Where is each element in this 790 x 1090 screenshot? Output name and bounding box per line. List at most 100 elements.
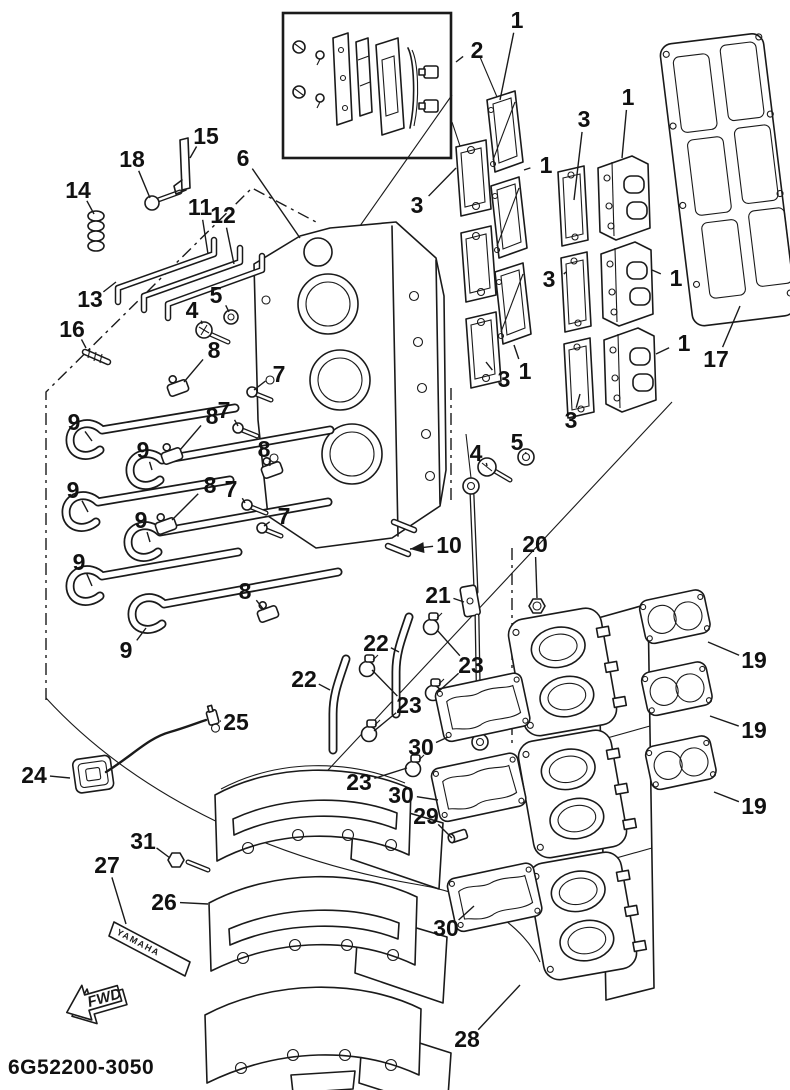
bolt-part31	[167, 852, 211, 873]
leader-line	[102, 281, 117, 293]
leader-line	[201, 219, 209, 255]
leader-line	[437, 823, 453, 839]
manifold-sections	[507, 607, 648, 981]
leader-line	[485, 361, 493, 371]
leader-line	[575, 393, 581, 408]
callout-21: 21	[425, 582, 451, 608]
leader-line	[200, 320, 203, 325]
bracket-part15	[173, 137, 191, 195]
inset-reed-plates	[332, 32, 419, 136]
inset-stoppers	[418, 65, 439, 113]
leader-line	[563, 271, 567, 275]
leader-line	[138, 170, 151, 199]
lead-wire	[104, 718, 208, 774]
leader-line	[225, 305, 230, 313]
callout-2: 2	[471, 37, 484, 63]
leader-line	[85, 573, 93, 587]
grommet-part24	[71, 754, 115, 794]
leader-line	[241, 497, 246, 504]
leader-line	[136, 627, 147, 641]
inset-box	[281, 11, 453, 160]
callout-3: 3	[543, 266, 556, 292]
gasket-strip-center-part3	[455, 139, 502, 389]
leader-line	[171, 493, 199, 521]
leader-line	[80, 339, 87, 349]
fittings-part8	[154, 374, 284, 624]
leader-line	[371, 669, 398, 697]
gaskets-part19	[638, 589, 717, 791]
nut-part20	[528, 598, 546, 614]
callout-28: 28	[454, 1026, 480, 1052]
decal-part27: YAMAHA	[108, 921, 191, 977]
leader-line	[86, 200, 95, 215]
callout-31: 31	[130, 828, 156, 854]
leader-line	[189, 146, 198, 159]
leader-line	[179, 425, 202, 451]
crankcase	[253, 221, 447, 549]
leader-line	[233, 419, 239, 427]
leader-line	[455, 55, 464, 63]
callout-3: 3	[498, 366, 511, 392]
callout-8: 8	[258, 436, 271, 462]
leader-line	[499, 32, 515, 101]
leader-line	[255, 599, 265, 611]
leader-line	[81, 500, 89, 513]
leader-line	[318, 683, 331, 691]
leader-line	[373, 712, 397, 732]
stud-part16	[81, 348, 112, 366]
callout-27: 27	[94, 852, 120, 878]
callout-23: 23	[396, 692, 422, 718]
callout-9: 9	[137, 437, 150, 463]
leader-line	[436, 629, 461, 657]
leader-line	[263, 521, 271, 527]
washer-part5-right	[517, 448, 535, 466]
gasket-strip-right-part3	[557, 165, 595, 419]
callout-11: 11	[188, 194, 213, 220]
leader-line	[416, 796, 439, 801]
tubes-part22	[328, 612, 414, 755]
inset-screws	[292, 40, 325, 109]
hoses-part9	[61, 403, 343, 634]
callout-17: 17	[703, 346, 729, 372]
callout-19: 19	[741, 717, 767, 743]
fwd-arrow: FWD	[65, 984, 128, 1025]
callout-15: 15	[193, 123, 219, 149]
callout-5: 5	[210, 282, 223, 308]
leader-line	[428, 167, 457, 197]
clip-part25	[205, 704, 221, 733]
callout-30: 30	[433, 915, 459, 941]
callout-7: 7	[225, 476, 238, 502]
leader-line	[713, 791, 740, 803]
leader-line	[179, 901, 209, 905]
callout-7: 7	[273, 361, 286, 387]
callout-25: 25	[223, 709, 249, 735]
leader-line	[84, 431, 93, 442]
callout-8: 8	[208, 337, 221, 363]
bolt-part18	[144, 189, 183, 211]
gaskets-part30	[430, 672, 543, 933]
callout-13: 13	[77, 286, 103, 312]
leader-line	[268, 461, 271, 467]
callout-18: 18	[119, 146, 145, 172]
leader-line	[251, 168, 301, 239]
leader-line	[435, 736, 449, 744]
callout-22: 22	[363, 630, 389, 656]
leader-line	[148, 461, 153, 471]
callout-8: 8	[206, 403, 219, 429]
callout-12: 12	[210, 202, 236, 228]
leader-line	[709, 715, 739, 727]
callout-26: 26	[151, 889, 177, 915]
leader-line	[453, 597, 465, 603]
leader-line	[253, 380, 266, 391]
callout-19: 19	[741, 647, 767, 673]
callout-4: 4	[186, 297, 199, 323]
leader-line	[651, 269, 662, 275]
reed-blocks-center-part1	[486, 90, 532, 345]
callout-9: 9	[67, 477, 80, 503]
callout-9: 9	[120, 637, 133, 663]
callout-30: 30	[408, 734, 434, 760]
callout-7: 7	[278, 503, 291, 529]
